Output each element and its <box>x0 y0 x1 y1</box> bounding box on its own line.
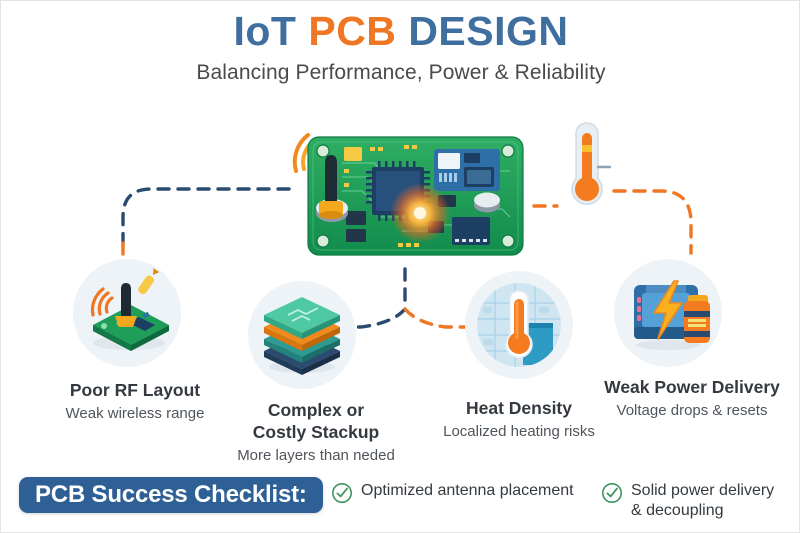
caption-subtitle-stackup: More layers than neded <box>237 447 395 465</box>
check-circle-icon <box>602 483 622 503</box>
status-leds <box>637 297 641 321</box>
caption-subtitle-heat: Localized heating risks <box>443 423 595 441</box>
connector-rf-navy <box>121 187 291 245</box>
checklist-banner-label: PCB Success Checklist: <box>35 481 307 508</box>
card-icon-rf[interactable] <box>73 259 181 367</box>
title-segment-design: DESIGN <box>396 8 569 54</box>
mounting-holes <box>316 144 515 248</box>
page-subtitle: Balancing Performance, Power & Reliabili… <box>196 60 606 84</box>
caption-subtitle-rf: Weak wireless range <box>65 405 205 423</box>
rf-antenna-board-icon <box>90 268 169 351</box>
secondary-chip <box>452 217 490 245</box>
check-circle-icon <box>332 483 352 503</box>
checklist-item-1-text: Optimized antenna placement <box>361 481 574 501</box>
smd-chip-b <box>346 229 366 242</box>
checklist-item-2-text: Solid power delivery & decoupling <box>631 481 774 521</box>
checklist-banner: PCB Success Checklist: <box>19 477 323 513</box>
hero-pcb-illustration <box>292 133 524 256</box>
header: IoT PCB DESIGN Balancing Performance, Po… <box>1 8 799 85</box>
caption-title-power: Weak Power Delivery <box>604 377 780 397</box>
card-icon-stackup[interactable] <box>248 281 356 389</box>
connector-power-orange <box>612 189 693 255</box>
antenna <box>319 155 343 219</box>
caption-heat: Heat Density Localized heating risks <box>421 397 617 442</box>
power-supply-battery-icon <box>634 280 710 350</box>
pcb-layer-stack-icon <box>264 297 340 375</box>
title-segment-pcb: PCB <box>308 8 397 54</box>
heat-thermometer-icon <box>477 283 561 367</box>
checklist-item-1[interactable]: Optimized antenna placement <box>331 481 574 504</box>
thermometer-icon <box>571 122 611 205</box>
checklist-item-2-line2: & decoupling <box>631 501 724 519</box>
title-segment-iot: IoT <box>233 8 309 54</box>
smd-chip-a <box>346 211 366 225</box>
connector-pad <box>344 147 362 161</box>
checklist-item-1-line1: Optimized antenna placement <box>361 482 574 499</box>
checklist-item-2-line1: Solid power delivery <box>631 482 775 499</box>
lightning-bolt-icon <box>653 280 683 340</box>
caption-subtitle-power: Voltage drops & resets <box>616 402 768 420</box>
caption-power: Weak Power Delivery Voltage drops & rese… <box>589 376 795 421</box>
page-title: IoT PCB DESIGN <box>1 8 799 55</box>
card-icon-power[interactable] <box>614 259 722 367</box>
caption-title-stackup-line2: Costly Stackup <box>252 422 380 443</box>
caption-title-heat: Heat Density <box>465 398 572 418</box>
checklist-item-2[interactable]: Solid power delivery & decoupling <box>601 481 774 521</box>
card-icon-heat[interactable] <box>465 271 573 379</box>
connector-heat-orange <box>403 307 469 329</box>
caption-title-stackup-line1: Complex or <box>267 400 365 420</box>
caption-title-rf: Poor RF Layout <box>69 380 201 400</box>
caption-stackup: Complex or Costly Stackup More layers th… <box>223 399 409 466</box>
checklist-strip: PCB Success Checklist: Optimized antenna… <box>1 473 799 532</box>
caption-rf: Poor RF Layout Weak wireless range <box>29 379 241 424</box>
